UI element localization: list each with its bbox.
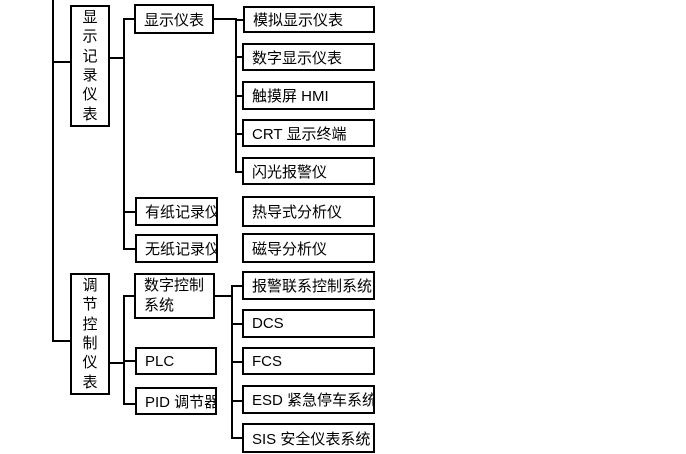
connector-tick-alarm-contact-system — [231, 285, 244, 287]
connector-tick-digital-display — [235, 56, 244, 58]
connector-trunk-to-display-group — [52, 61, 72, 63]
connector-display-group-out — [110, 57, 125, 59]
node-plc: PLC — [135, 347, 217, 375]
node-esd-emergency-stop-system: ESD 紧急停车系统 — [242, 385, 375, 414]
node-fcs: FCS — [242, 347, 375, 375]
node-thermal-conductivity-analyzer: 热导式分析仪 — [242, 196, 375, 227]
node-paper-recorder: 有纸记录仪 — [135, 197, 218, 226]
node-display-instruments: 显示仪表 — [134, 4, 214, 34]
connector-trunk-line — [52, 0, 54, 342]
connector-tick-plc — [123, 360, 137, 362]
node-touchscreen-hmi: 触摸屏 HMI — [242, 81, 375, 110]
connector-tick-fcs — [231, 361, 244, 363]
node-magnetic-analyzer: 磁导分析仪 — [242, 233, 375, 263]
node-dcs: DCS — [242, 309, 375, 338]
connector-tick-pid-regulator — [123, 403, 137, 405]
node-label: 调节控制仪表 — [82, 277, 98, 391]
connector-branch3-line — [123, 295, 125, 405]
connector-tick-sis — [231, 437, 244, 439]
node-pid-regulator: PID 调节器 — [135, 387, 217, 415]
connector-tick-paper-recorder — [123, 211, 137, 213]
connector-branch1-line — [123, 18, 125, 250]
connector-tick-flash-alarm — [235, 171, 244, 173]
connector-tick-touchscreen-hmi — [235, 95, 244, 97]
node-display-recording-instruments: 显示记录仪表 — [70, 5, 110, 127]
connector-digital-control-out — [213, 295, 233, 297]
node-sis-safety-instrument-system: SIS 安全仪表系统 — [242, 423, 375, 453]
connector-tick-crt-terminal — [235, 133, 244, 135]
connector-tick-digital-control-system — [123, 295, 137, 297]
node-paperless-recorder: 无纸记录仪 — [135, 234, 218, 263]
connector-tick-dcs — [231, 323, 244, 325]
connector-control-group-out — [110, 362, 125, 364]
connector-trunk-to-control-group — [52, 340, 72, 342]
node-analog-display-instruments: 模拟显示仪表 — [243, 6, 375, 33]
connector-tick-paperless-recorder — [123, 248, 137, 250]
node-regulation-control-instruments: 调节控制仪表 — [70, 273, 110, 395]
node-crt-display-terminal: CRT 显示终端 — [242, 119, 375, 147]
node-label: 显示记录仪表 — [82, 9, 98, 123]
connector-tick-display-instruments — [123, 18, 136, 20]
node-alarm-contact-control-system: 报警联系控制系统 — [242, 271, 375, 300]
node-digital-display-instruments: 数字显示仪表 — [242, 43, 375, 71]
node-digital-control-system: 数字控制系统 — [134, 273, 215, 319]
connector-tick-analog-display — [235, 19, 244, 21]
connector-tick-esd — [231, 400, 244, 402]
node-flash-alarm-instrument: 闪光报警仪 — [242, 157, 375, 185]
connector-display-instruments-out — [212, 18, 237, 20]
